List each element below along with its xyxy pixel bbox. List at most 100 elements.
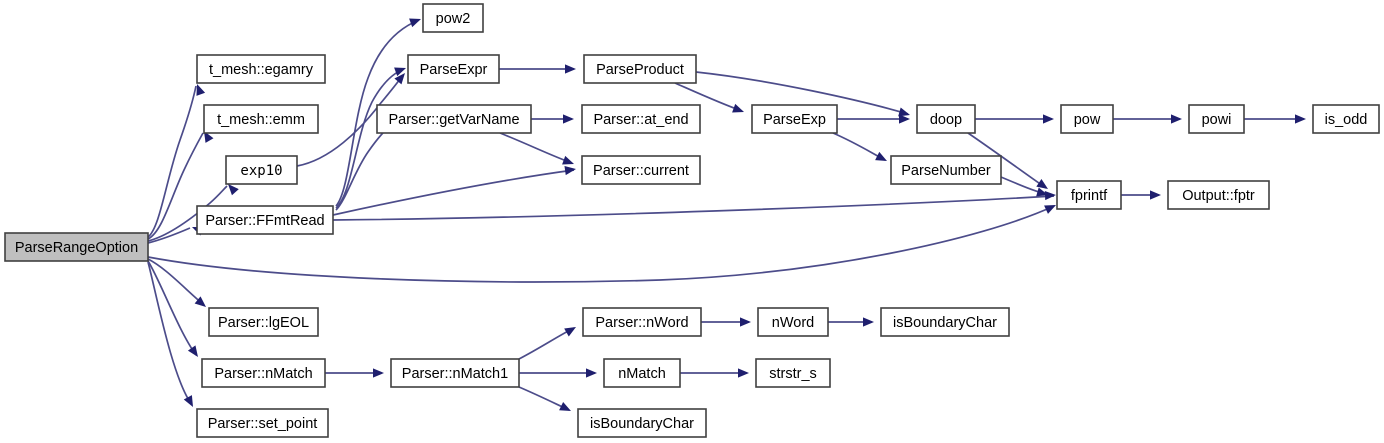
node-box[interactable] — [225, 155, 298, 185]
node-label: isBoundaryChar — [893, 315, 997, 331]
arrowhead-icon — [1043, 114, 1054, 124]
arrowhead-icon — [183, 395, 193, 407]
node-box[interactable] — [880, 307, 1010, 337]
node-pow[interactable]: pow — [1060, 104, 1114, 134]
edge-line — [499, 132, 573, 164]
node-box[interactable] — [422, 3, 484, 33]
node-Parser_lgEOL[interactable]: Parser::lgEOL — [208, 307, 319, 337]
node-ParseRangeOption[interactable]: ParseRangeOption — [4, 232, 149, 262]
node-label: Parser::FFmtRead — [205, 213, 324, 229]
node-box[interactable] — [757, 307, 829, 337]
node-box[interactable] — [603, 358, 681, 388]
node-doop[interactable]: doop — [916, 104, 976, 134]
edge-Parser_nMatch1-to-isBoundaryChar_b — [518, 386, 571, 411]
arrowhead-icon — [1295, 114, 1306, 124]
node-box[interactable] — [376, 104, 532, 134]
arrowhead-icon — [586, 368, 597, 378]
node-fprintf[interactable]: fprintf — [1056, 180, 1122, 210]
arrowhead-icon — [1171, 114, 1182, 124]
node-exp10[interactable]: exp10 — [225, 155, 298, 185]
node-label: Parser::at_end — [593, 112, 688, 128]
node-is_odd[interactable]: is_odd — [1312, 104, 1380, 134]
node-label: Output::fptr — [1182, 188, 1255, 204]
node-box[interactable] — [581, 155, 701, 185]
arrowhead-icon — [373, 368, 384, 378]
node-label: pow — [1074, 112, 1101, 128]
arrowhead-icon — [187, 345, 198, 357]
node-label: nWord — [772, 315, 814, 331]
node-pow2[interactable]: pow2 — [422, 3, 484, 33]
node-box[interactable] — [196, 205, 334, 235]
node-box[interactable] — [1056, 180, 1122, 210]
node-t_mesh_emm[interactable]: t_mesh::emm — [203, 104, 319, 134]
node-strstr_s[interactable]: strstr_s — [755, 358, 831, 388]
node-box[interactable] — [390, 358, 520, 388]
node-powi[interactable]: powi — [1188, 104, 1245, 134]
arrowhead-icon — [898, 107, 910, 117]
node-label: nMatch — [618, 366, 666, 382]
node-Parser_at_end[interactable]: Parser::at_end — [581, 104, 701, 134]
node-Parser_nWord[interactable]: Parser::nWord — [582, 307, 702, 337]
node-label: doop — [930, 112, 962, 128]
node-label: Parser::nMatch1 — [402, 366, 508, 382]
edge-Parser_getVarName-to-Parser_current — [499, 132, 574, 165]
edge-line — [147, 227, 191, 244]
node-isBoundaryChar_b[interactable]: isBoundaryChar — [577, 408, 707, 438]
node-isBoundaryChar_a[interactable]: isBoundaryChar — [880, 307, 1010, 337]
node-box[interactable] — [1312, 104, 1380, 134]
node-t_mesh_egamry[interactable]: t_mesh::egamry — [196, 54, 326, 84]
node-Parser_nMatch[interactable]: Parser::nMatch — [201, 358, 326, 388]
arrowhead-icon — [563, 114, 574, 124]
node-Parser_getVarName[interactable]: Parser::getVarName — [376, 104, 532, 134]
node-box[interactable] — [208, 307, 319, 337]
node-ParseExp[interactable]: ParseExp — [751, 104, 838, 134]
node-label: Parser::current — [593, 163, 689, 179]
arrowhead-icon — [559, 402, 571, 411]
node-box[interactable] — [196, 408, 329, 438]
node-Parser_set_point[interactable]: Parser::set_point — [196, 408, 329, 438]
node-box[interactable] — [201, 358, 326, 388]
arrowhead-icon — [204, 131, 214, 143]
node-box[interactable] — [755, 358, 831, 388]
edge-ParseRangeOption-to-t_mesh_egamry — [147, 84, 206, 238]
node-box[interactable] — [407, 54, 500, 84]
edge-ParseExp-to-doop — [837, 114, 910, 124]
node-box[interactable] — [582, 307, 702, 337]
node-Parser_FFmtRead[interactable]: Parser::FFmtRead — [196, 205, 334, 235]
node-ParseNumber[interactable]: ParseNumber — [890, 155, 1002, 185]
node-nWord[interactable]: nWord — [757, 307, 829, 337]
node-ParseProduct[interactable]: ParseProduct — [583, 54, 697, 84]
edge-ParseRangeOption-to-exp10 — [147, 184, 239, 242]
edge-Parser_nMatch1-to-nMatch — [519, 368, 597, 378]
node-nMatch[interactable]: nMatch — [603, 358, 681, 388]
arrowhead-icon — [1150, 190, 1161, 200]
edge-line — [332, 195, 1055, 221]
edge-nWord-to-isBoundaryChar_a — [828, 317, 874, 327]
node-label: powi — [1202, 112, 1232, 128]
edge-doop-to-fprintf — [967, 132, 1048, 189]
edge-Parser_FFmtRead-to-ParseExpr — [335, 67, 406, 209]
node-layer: ParseRangeOption t_mesh::egamryt_mesh::em… — [4, 3, 1380, 438]
node-ParseExpr[interactable]: ParseExpr — [407, 54, 500, 84]
node-Parser_nMatch1[interactable]: Parser::nMatch1 — [390, 358, 520, 388]
edge-line — [147, 205, 1055, 283]
node-box[interactable] — [4, 232, 149, 262]
node-Output_fptr[interactable]: Output::fptr — [1167, 180, 1270, 210]
arrowhead-icon — [564, 165, 576, 176]
node-box[interactable] — [916, 104, 976, 134]
edge-line — [147, 85, 197, 238]
edge-nMatch-to-strstr_s — [680, 368, 749, 378]
node-box[interactable] — [577, 408, 707, 438]
node-box[interactable] — [1060, 104, 1114, 134]
node-box[interactable] — [196, 54, 326, 84]
node-box[interactable] — [890, 155, 1002, 185]
node-box[interactable] — [751, 104, 838, 134]
arrowhead-icon — [738, 368, 749, 378]
node-box[interactable] — [1188, 104, 1245, 134]
node-box[interactable] — [581, 104, 701, 134]
node-box[interactable] — [583, 54, 697, 84]
node-box[interactable] — [1167, 180, 1270, 210]
edge-ParseExp-to-ParseNumber — [832, 132, 887, 161]
node-box[interactable] — [203, 104, 319, 134]
node-Parser_current[interactable]: Parser::current — [581, 155, 701, 185]
